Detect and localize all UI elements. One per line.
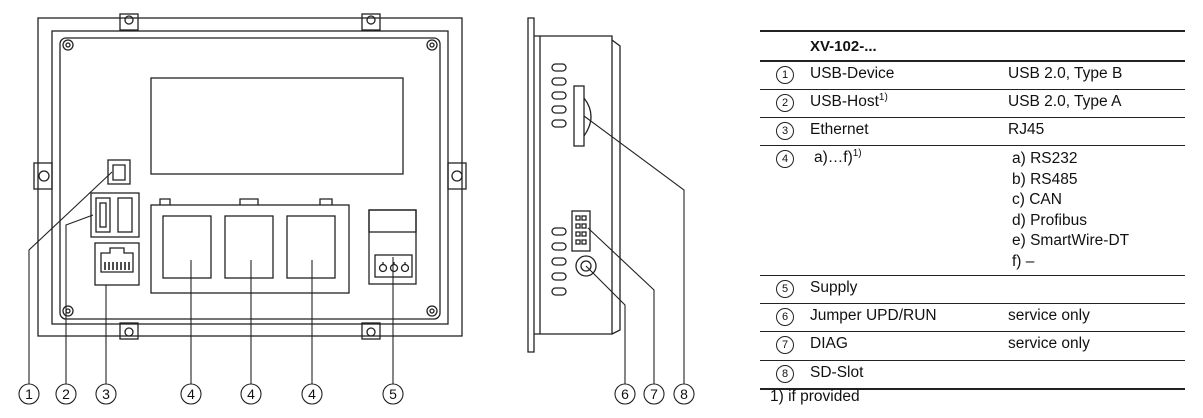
interface-option: e) SmartWire-DT <box>1012 232 1130 249</box>
row-number: 5 <box>776 280 794 298</box>
interface-options: a) RS232 b) RS485 c) CAN d) Profibus e) … <box>1012 146 1185 272</box>
svg-text:1: 1 <box>25 386 33 402</box>
table-row: 8 SD-Slot <box>760 361 1185 390</box>
table-top-rule <box>760 30 1185 32</box>
svg-text:4: 4 <box>247 386 255 402</box>
sd-slot <box>573 85 592 147</box>
svg-text:2: 2 <box>62 386 70 402</box>
spec-table: XV-102-... 1 USB-Device USB 2.0, Type B … <box>760 30 1185 390</box>
row-value: service only <box>1008 335 1090 352</box>
rear-housing <box>37 17 463 337</box>
jumper-header <box>571 210 591 252</box>
supply-connector <box>368 209 417 285</box>
footnote-marker: 1) <box>852 147 862 159</box>
row-name: Ethernet <box>810 121 869 138</box>
table-header-title: XV-102-... <box>810 37 877 55</box>
interface-slots <box>150 198 350 294</box>
row-name: USB-Host <box>810 93 879 110</box>
leader-lines <box>28 115 685 384</box>
svg-text:4: 4 <box>187 386 195 402</box>
label-window <box>150 77 404 175</box>
row-value <box>1008 276 1185 279</box>
row-name: Supply <box>810 279 858 296</box>
callout-1: 1 <box>18 383 40 405</box>
usb-device-port <box>107 159 131 185</box>
table-row: 2 USB-Host1) USB 2.0, Type A <box>760 90 1185 118</box>
table-row: 1 USB-Device USB 2.0, Type B <box>760 62 1185 90</box>
footnote-marker: 1) <box>878 91 888 103</box>
vents-lower <box>551 227 567 296</box>
row-number: 4 <box>776 150 794 168</box>
callout-3: 3 <box>95 383 117 405</box>
row-name: DIAG <box>810 335 848 352</box>
interface-option: f) – <box>1012 252 1035 270</box>
diag-button <box>575 255 597 277</box>
callout-8: 8 <box>673 383 695 405</box>
callout-7: 7 <box>643 383 665 405</box>
callout-4c: 4 <box>301 383 323 405</box>
table-row: 4 a)…f)1) a) RS232 b) RS485 c) CAN d) Pr… <box>760 146 1185 276</box>
svg-text:5: 5 <box>389 386 397 402</box>
row-number: 6 <box>776 308 794 326</box>
table-row: 7 DIAG service only <box>760 332 1185 361</box>
interface-option: a) RS232 <box>1012 150 1078 167</box>
interface-option: b) RS485 <box>1012 170 1078 188</box>
svg-text:8: 8 <box>680 386 688 402</box>
row-value: USB 2.0, Type B <box>1008 65 1123 82</box>
callout-5: 5 <box>382 383 404 405</box>
svg-text:4: 4 <box>308 386 316 402</box>
row-number: 1 <box>776 66 794 84</box>
row-number: 8 <box>776 365 794 383</box>
device-drawing: 1 2 3 4 4 4 5 6 7 8 <box>18 13 695 405</box>
svg-text:6: 6 <box>621 386 629 402</box>
ethernet-port <box>94 242 140 286</box>
row-name: USB-Device <box>810 65 895 82</box>
table-row: 6 Jumper UPD/RUN service only <box>760 304 1185 332</box>
footnote: 1) if provided <box>770 388 860 405</box>
callout-2: 2 <box>55 383 77 405</box>
interface-option: c) CAN <box>1012 191 1062 208</box>
interface-option: d) Profibus <box>1012 211 1087 229</box>
row-value: USB 2.0, Type A <box>1008 93 1122 110</box>
mounting-clips <box>33 13 467 340</box>
vents-upper <box>551 63 567 128</box>
table-row: 3 Ethernet RJ45 <box>760 118 1185 146</box>
callout-6: 6 <box>614 383 636 405</box>
usb-host-ports <box>90 192 140 238</box>
corner-screws <box>62 39 438 317</box>
svg-text:7: 7 <box>650 386 658 402</box>
row-name: a)…f) <box>814 149 853 166</box>
row-number: 2 <box>776 94 794 112</box>
row-number: 3 <box>776 122 794 140</box>
row-value: RJ45 <box>1008 121 1045 138</box>
side-view <box>527 17 621 353</box>
callout-markers: 1 2 3 4 4 4 5 6 7 8 <box>18 383 695 405</box>
table-row: 5 Supply <box>760 276 1185 304</box>
row-name: Jumper UPD/RUN <box>810 307 937 324</box>
row-number: 7 <box>776 336 794 354</box>
row-value <box>1008 361 1185 364</box>
callout-4a: 4 <box>180 383 202 405</box>
rear-view <box>33 13 467 340</box>
table-header: XV-102-... <box>760 32 1185 62</box>
svg-text:3: 3 <box>102 386 110 402</box>
row-value: service only <box>1008 307 1090 324</box>
callout-4b: 4 <box>240 383 262 405</box>
row-name: SD-Slot <box>810 364 864 381</box>
